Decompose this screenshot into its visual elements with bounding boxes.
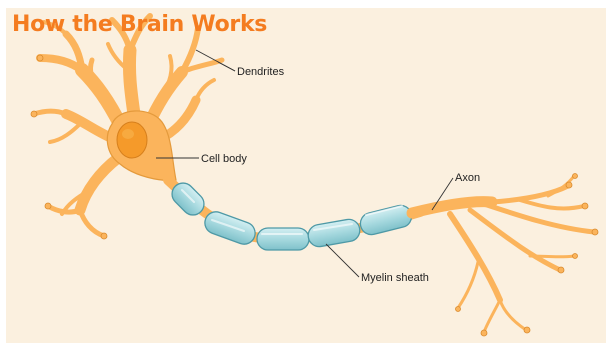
label-myelin-sheath: Myelin sheath [361, 272, 429, 284]
myelin-segment [358, 203, 414, 237]
label-axon: Axon [455, 172, 480, 184]
nucleus-shape [117, 122, 147, 158]
myelin-segment [202, 209, 258, 247]
label-dendrites: Dendrites [237, 66, 284, 78]
page-title: How the Brain Works [12, 12, 267, 37]
myelin-segment [257, 228, 309, 250]
myelin-segment [306, 218, 361, 249]
synaptic-knobs [31, 55, 598, 336]
label-cell-body: Cell body [201, 153, 247, 165]
